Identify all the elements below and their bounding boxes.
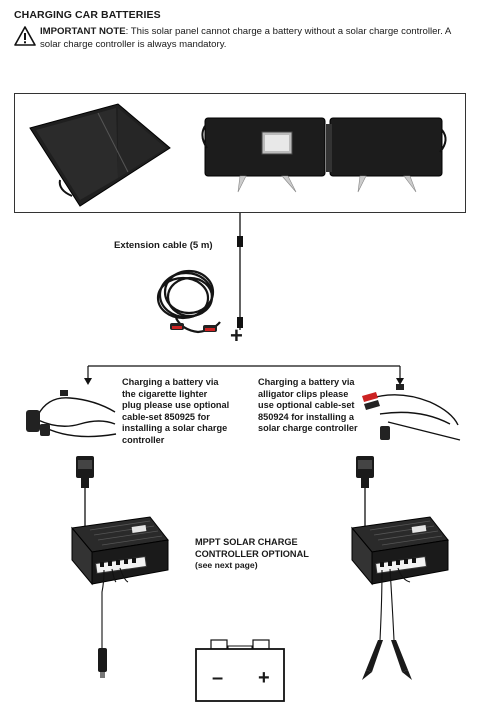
right-caption-line: alligator clips please: [258, 388, 349, 399]
note-label: IMPORTANT NOTE: [40, 26, 126, 37]
right-caption-line: use optional cable-set: [258, 400, 355, 410]
mppt-controller-left: [71, 516, 169, 586]
right-caption-line: 850924 for installing a: [258, 411, 354, 422]
right-plug-adapter: [356, 456, 374, 488]
mppt-controller-right: [351, 516, 449, 586]
warning-icon: [14, 26, 36, 46]
left-caption: Charging a battery via the cigarette lig…: [122, 377, 262, 446]
important-note: IMPORTANT NOTE: This solar panel cannot …: [40, 26, 465, 51]
controller-caption-note: (see next page): [195, 560, 258, 570]
note-text: : This solar panel cannot charge a batte…: [40, 26, 451, 50]
left-caption-line: Charging a battery via: [122, 377, 219, 387]
page-heading: CHARGING CAR BATTERIES: [14, 9, 161, 21]
controller-caption-line: MPPT SOLAR CHARGE: [195, 537, 298, 547]
arrow-right: [396, 378, 404, 385]
controller-caption-line: CONTROLLER OPTIONAL: [195, 548, 309, 559]
right-caption-line: solar charge controller: [258, 423, 358, 433]
battery-minus: –: [212, 667, 224, 689]
right-caption-line: Charging a battery via: [258, 377, 355, 387]
controller-caption: MPPT SOLAR CHARGE CONTROLLER OPTIONAL (s…: [195, 537, 335, 572]
alligator-clip-cable-set: [371, 394, 461, 441]
battery-plus: +: [258, 667, 270, 689]
left-caption-line: controller: [122, 434, 165, 445]
right-caption: Charging a battery via alligator clips p…: [258, 377, 388, 435]
battery-icon: [195, 639, 285, 702]
solar-panel-back-view: [201, 117, 447, 193]
arrow-left: [84, 378, 92, 385]
left-caption-line: cable-set 850925 for: [122, 411, 210, 422]
cigarette-plug-left: [98, 648, 107, 672]
connector-top: [237, 236, 243, 247]
extension-cable-coil: [156, 269, 221, 334]
left-caption-line: the cigarette lighter: [122, 388, 208, 399]
extension-cable-label: Extension cable (5 m): [114, 240, 213, 251]
left-caption-line: installing a solar charge: [122, 423, 228, 433]
connector-bottom: [237, 317, 243, 328]
left-plug-adapter: [76, 456, 94, 488]
alligator-clips: [362, 640, 412, 680]
left-caption-line: plug please use optional: [122, 400, 230, 410]
junction-symbol: +: [230, 323, 243, 348]
solar-panel-front-view: [29, 103, 171, 207]
